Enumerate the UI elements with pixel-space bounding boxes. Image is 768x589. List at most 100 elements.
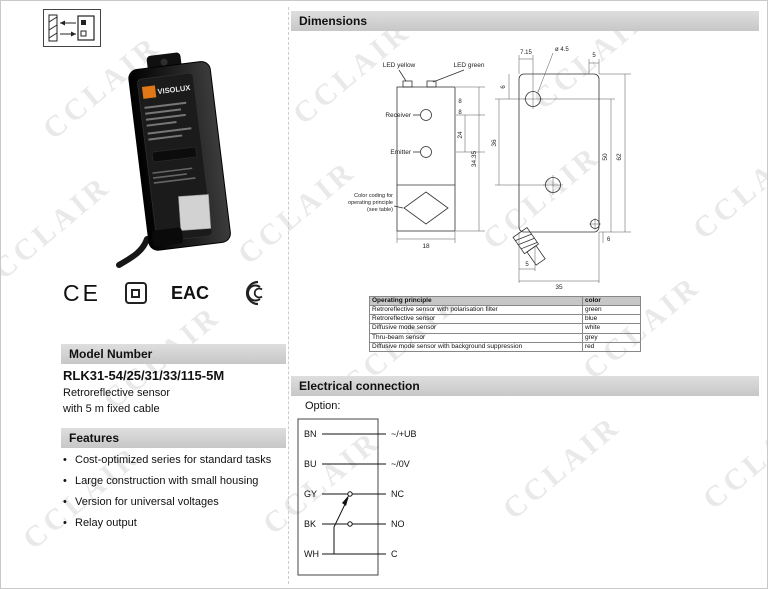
led-green-label: LED green xyxy=(453,62,484,69)
dim-35: 35 xyxy=(555,284,563,291)
contact-arm-arrow xyxy=(342,495,349,506)
side-view-dim-lines xyxy=(495,52,631,283)
dim-6-left: 6 xyxy=(501,85,507,89)
table-row: Retroreflective sensor blue xyxy=(369,314,641,325)
watermark: CCLAIR xyxy=(496,409,627,527)
principle-cell: Retroreflective sensor with polarisation… xyxy=(369,305,583,316)
feature-item: Large construction with small housing xyxy=(63,474,287,489)
terminal-bn: BN xyxy=(304,429,317,439)
brand-label: VISOLUX xyxy=(157,83,191,96)
dim-hole: ø 4.5 xyxy=(555,47,569,53)
terminal-wh: WH xyxy=(304,549,319,559)
electrical-connection-header: Electrical connection xyxy=(291,376,759,396)
drawing-labels: LED yellow LED green Receiver Emitter Co… xyxy=(348,47,623,291)
receiver-label: Receiver xyxy=(385,112,411,119)
dim-8b: 8 xyxy=(458,110,462,116)
wires xyxy=(322,433,386,555)
features-header: Features xyxy=(61,428,286,448)
ce-mark: CE xyxy=(63,279,101,306)
brand-logo-mark xyxy=(141,85,157,99)
connection-box xyxy=(297,418,379,576)
table-header-row: Operating principle color xyxy=(369,295,641,307)
operating-principle-table: Operating principle color Retroreflectiv… xyxy=(369,295,641,352)
dim-18: 18 xyxy=(422,243,430,250)
terminal-bk: BK xyxy=(304,519,316,529)
nc-contact xyxy=(347,491,353,497)
dim-7-15: 7.15 xyxy=(520,50,532,56)
color-coding-label: operating principle xyxy=(348,200,393,206)
feature-text: Cost-optimized series for standard tasks xyxy=(75,454,272,466)
no-contact xyxy=(347,521,353,527)
signal-c: C xyxy=(391,549,398,559)
terminal-gy: GY xyxy=(304,489,317,499)
feature-item: Cost-optimized series for standard tasks xyxy=(63,453,287,468)
eac-mark: EAC xyxy=(170,282,209,303)
table-row: Diffusive mode sensor with background su… xyxy=(369,341,641,352)
color-cell: white xyxy=(582,323,641,334)
dimensions-header: Dimensions xyxy=(291,11,759,31)
led-yellow-label: LED yellow xyxy=(383,62,416,69)
principle-cell: Thru-beam sensor xyxy=(369,332,583,343)
signal-no: NO xyxy=(391,519,405,529)
dim-5-bottom: 5 xyxy=(525,262,529,268)
model-number-header: Model Number xyxy=(61,344,286,364)
dim-50: 50 xyxy=(602,153,609,161)
feature-text: Large construction with small housing xyxy=(75,475,259,487)
front-view xyxy=(393,69,465,232)
dim-62: 62 xyxy=(616,153,623,161)
product-pictogram xyxy=(43,9,101,47)
signal-ub: ~/+UB xyxy=(391,429,417,439)
dim-36: 36 xyxy=(491,139,498,147)
cable-gland xyxy=(512,227,546,266)
product-photo: VISOLUX xyxy=(116,52,231,268)
certification-row: CE EAC xyxy=(63,275,278,311)
table-row: Diffusive mode sensor white xyxy=(369,323,641,334)
watermark: CCLAIR xyxy=(696,399,768,517)
dim-5-top: 5 xyxy=(592,53,596,59)
col-operating-principle: Operating principle xyxy=(369,295,583,307)
protection-class-ii-icon xyxy=(124,282,147,304)
sensor-cable xyxy=(116,236,150,268)
label-text-lines xyxy=(144,101,192,141)
color-cell: blue xyxy=(582,314,641,325)
side-view xyxy=(512,73,601,266)
color-coding-label: Color coding for xyxy=(354,193,393,199)
signal-labels: ~/+UB ~/0V NC NO C xyxy=(391,429,417,559)
model-number-value: RLK31-54/25/31/33/115-5M xyxy=(63,368,225,383)
feature-item: Relay output xyxy=(63,516,287,531)
table-row: Retroreflective sensor with polarisation… xyxy=(369,305,641,316)
signal-nc: NC xyxy=(391,489,404,499)
ccc-mark-icon xyxy=(245,280,263,306)
terminal-bu: BU xyxy=(304,459,317,469)
emitter-label: Emitter xyxy=(390,149,411,156)
option-label: Option: xyxy=(305,400,341,412)
table-row: Thru-beam sensor grey xyxy=(369,332,641,343)
model-description-2: with 5 m fixed cable xyxy=(63,403,160,415)
dim-34-35: 34.35 xyxy=(471,150,478,167)
watermark: CCLAIR xyxy=(0,169,117,287)
sensor-body: VISOLUX xyxy=(128,52,231,251)
retroreflective-sensor-icon xyxy=(48,14,95,42)
features-list: Cost-optimized series for standard tasks… xyxy=(63,453,287,537)
principle-cell: Diffusive mode sensor with background su… xyxy=(369,341,583,352)
color-cell: green xyxy=(582,305,641,316)
label-text-lines-2 xyxy=(152,167,196,184)
color-cell: red xyxy=(582,341,641,352)
color-coding-label: (see table) xyxy=(367,207,393,213)
feature-item: Version for universal voltages xyxy=(63,495,287,510)
column-divider xyxy=(288,7,289,584)
signal-0v: ~/0V xyxy=(391,459,410,469)
terminal-labels: BN BU GY BK WH xyxy=(304,429,319,559)
white-label xyxy=(178,194,212,231)
color-cell: grey xyxy=(582,332,641,343)
model-description-1: Retroreflective sensor xyxy=(63,387,170,399)
dimension-drawing: LED yellow LED green Receiver Emitter Co… xyxy=(348,47,631,291)
principle-cell: Diffusive mode sensor xyxy=(369,323,583,334)
principle-cell: Retroreflective sensor xyxy=(369,314,583,325)
feature-text: Relay output xyxy=(75,517,137,529)
front-view-dim-lines xyxy=(396,86,485,243)
dim-24: 24 xyxy=(457,131,464,139)
col-color: color xyxy=(582,295,641,307)
wiring-diagram: BN BU GY BK WH ~/+UB ~/0V NC NO C xyxy=(297,418,417,576)
